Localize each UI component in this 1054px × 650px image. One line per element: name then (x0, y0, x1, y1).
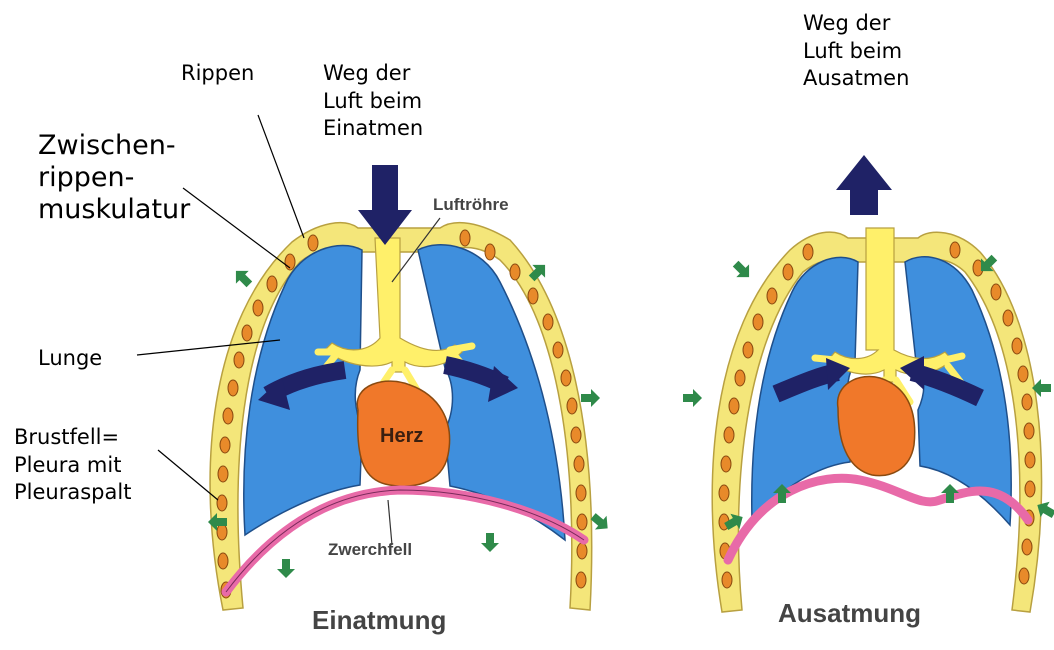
label-weg-ausatmen: Weg der Luft beim Ausatmen (803, 10, 909, 93)
air-arrow-out (836, 155, 892, 215)
label-weg-einatmen: Weg der Luft beim Einatmen (323, 60, 423, 143)
pointer-zwischenrippen (183, 188, 290, 268)
label-zwischenrippenmuskulatur: Zwischen- rippen- muskulatur (38, 130, 190, 226)
label-luftroehre: Luftröhre (433, 195, 509, 215)
label-brustfell: Brustfell= Pleura mit Pleuraspalt (14, 424, 131, 507)
pointer-brustfell (158, 450, 218, 500)
exhalation-figure (683, 155, 1054, 612)
label-herz: Herz (380, 425, 423, 448)
label-lunge: Lunge (38, 345, 102, 373)
label-rippen: Rippen (181, 60, 254, 88)
pointer-lunge (137, 340, 280, 355)
pointer-rippen (258, 115, 304, 238)
label-zwerchfell: Zwerchfell (328, 540, 412, 560)
caption-ausatmung: Ausatmung (778, 598, 921, 629)
caption-einatmung: Einatmung (312, 605, 446, 636)
